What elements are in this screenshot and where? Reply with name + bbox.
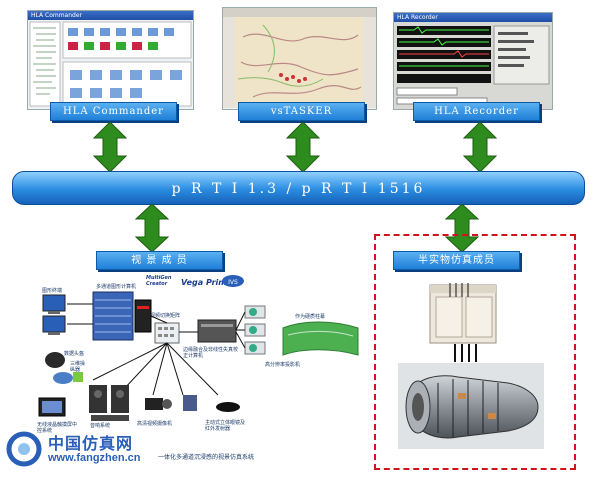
projectors-label: 高分辨率投影机 — [265, 362, 301, 368]
jet-engine-image — [398, 363, 544, 449]
workstation-monitors — [42, 294, 66, 335]
audio-label: 音响系统 — [90, 423, 111, 429]
visual-system-panel: MultiGen Creator Vega Prime IVS 图形终端 多通道… — [33, 270, 365, 466]
visual-member-label: 视 景 成 员 — [96, 251, 223, 270]
video-switch-label: 音视频切换矩阵 — [145, 313, 181, 319]
helmet-label: 数据头盔 — [64, 351, 85, 357]
hla-commander-label: HLA Commander — [50, 102, 177, 121]
arrow-bus-visual-icon — [134, 204, 170, 252]
fangzhen-logo-icon — [6, 431, 42, 467]
hil-member-label: 半实物仿真成员 — [393, 251, 520, 270]
vega-prime-logo: Vega Prime — [181, 278, 233, 287]
watermark-url: www.fangzhen.cn — [48, 452, 141, 464]
rti-bus: p R T I 1.3 / p R T I 1516 — [12, 171, 585, 205]
vstasker-map — [223, 17, 376, 108]
arrow-commander-bus-icon — [92, 122, 128, 172]
touch-panel-label: 无线液晶触摸屏中控系统 — [37, 422, 78, 434]
watermark-brand: 中国仿真网 — [48, 434, 134, 453]
multigen-logo: MultiGen Creator — [146, 275, 172, 287]
hla-recorder-screenshot: HLA Recorder — [393, 12, 553, 110]
multichannel-computer-label: 多通道图形计算机 — [96, 284, 137, 290]
arrow-bus-hil-icon — [444, 204, 480, 252]
hla-commander-screenshot: HLA Commander — [27, 10, 194, 110]
third-logo-icon: IVS — [222, 275, 244, 287]
hil-dashed-frame — [374, 234, 576, 470]
vstasker-screenshot — [222, 7, 377, 110]
window-title — [223, 8, 376, 17]
hardware-cabinet-image — [429, 283, 497, 344]
hla-recorder-content — [396, 25, 550, 105]
camera-label: 高清视频摄像机 — [137, 421, 173, 427]
cables-icon — [454, 344, 477, 362]
svg-text:IVS: IVS — [228, 279, 238, 286]
hla-recorder-label: HLA Recorder — [413, 102, 540, 121]
hla-commander-content — [29, 21, 192, 107]
arrow-vstasker-bus-icon — [285, 122, 321, 172]
vstasker-label: vsTASKER — [238, 102, 365, 121]
visual-system-drawing — [38, 291, 359, 421]
window-title: HLA Recorder — [394, 13, 552, 22]
visual-system-caption: 一体化多通道沉浸感的视景仿真系统 — [158, 454, 255, 461]
arrow-recorder-bus-icon — [462, 122, 498, 172]
graphics-workstation-label: 图形终端 — [42, 288, 63, 294]
screen-label: 作为硬质柱幕 — [295, 314, 326, 320]
joystick-label: 三维操纵器 — [70, 361, 86, 373]
tracker-label: 主动式立体眼镜及红外发射器 — [205, 420, 246, 432]
edge-blend-label: 边缘融合及非线性失真校正计算机 — [183, 347, 239, 359]
window-title: HLA Commander — [28, 11, 193, 20]
